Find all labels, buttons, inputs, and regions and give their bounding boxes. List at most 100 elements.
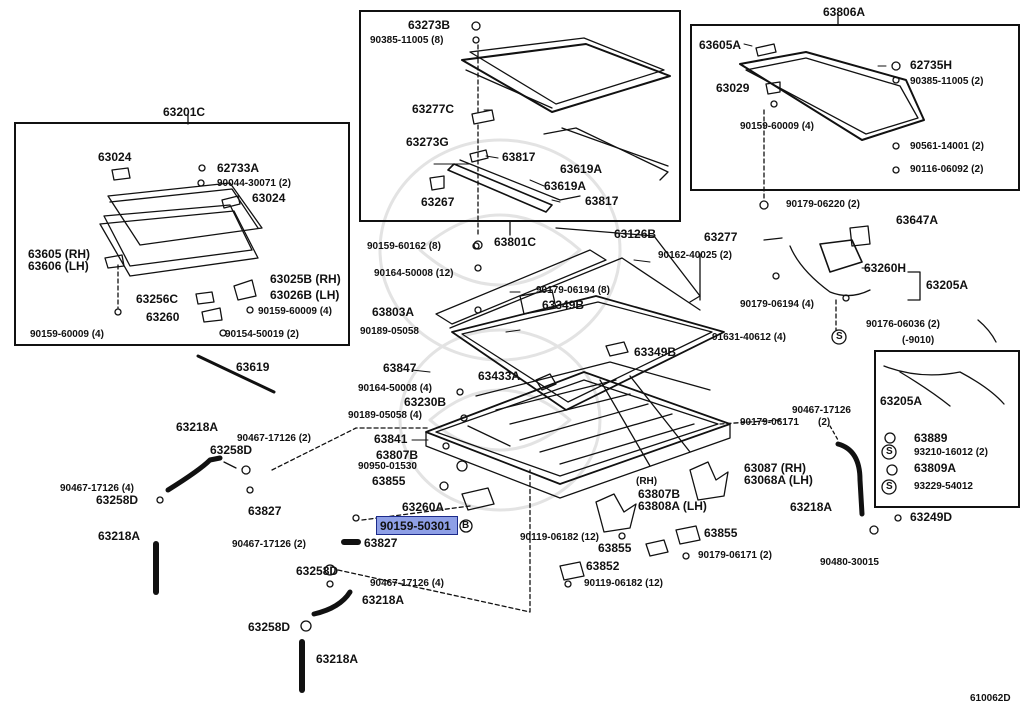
part-label: 63258D xyxy=(248,620,291,634)
part-label: 63827 xyxy=(248,504,282,518)
part-label: 63605 (RH) xyxy=(28,247,91,261)
part-label: 63029 xyxy=(716,81,750,95)
part-label: 63277 xyxy=(704,230,738,244)
part-label: 62733A xyxy=(217,161,260,175)
s-marker: S xyxy=(886,446,893,457)
part-label: 63068A (LH) xyxy=(744,473,813,487)
highlight-box[interactable] xyxy=(376,516,458,535)
part-label: 63808A (LH) xyxy=(638,499,707,513)
sunshade-panel-drawing xyxy=(99,164,263,337)
part-label: 63258D xyxy=(296,564,339,578)
part-label: 63817 xyxy=(585,194,619,208)
part-label: 63205A xyxy=(880,394,923,408)
part-label: 63087 (RH) xyxy=(744,461,807,475)
part-label: 63619A xyxy=(560,162,603,176)
part-label: 63218A xyxy=(790,500,833,514)
part-label: 63126B xyxy=(614,227,657,241)
part-label: 91631-40612 (4) xyxy=(712,332,786,343)
group-label-63801C: 63801C xyxy=(494,235,537,249)
part-label: 63256C xyxy=(136,292,179,306)
part-label: 63619 xyxy=(236,360,270,374)
part-label: 63349B xyxy=(634,345,677,359)
motor-drawing xyxy=(699,225,997,343)
part-label: 90164-50008 (4) xyxy=(358,383,432,394)
part-label: 63025B (RH) xyxy=(270,272,341,286)
part-label: 63258D xyxy=(210,443,253,457)
part-label: 63606 (LH) xyxy=(28,259,89,273)
part-label: 63809A xyxy=(914,461,957,475)
part-label: 93210-16012 (2) xyxy=(914,447,988,458)
part-label: 90159-60009 (4) xyxy=(30,329,104,340)
part-label: 90385-11005 (2) xyxy=(910,76,984,87)
part-label: 63433A xyxy=(478,369,521,383)
part-label: 63841 xyxy=(374,432,408,446)
part-label: 63277C xyxy=(412,102,455,116)
part-label: 63024 xyxy=(98,150,132,164)
part-label: 90561-14001 (2) xyxy=(910,141,984,152)
part-label: 90385-11005 (8) xyxy=(370,35,444,46)
part-label: 90179-06220 (2) xyxy=(786,199,860,210)
part-label: 63205A xyxy=(926,278,969,292)
part-label: 63827 xyxy=(364,536,398,550)
part-63619-strip xyxy=(196,354,276,394)
harness-group-box xyxy=(874,350,1020,508)
part-label: 63273B xyxy=(408,18,451,32)
group-label-63806A: 63806A xyxy=(823,5,866,19)
part-label: 63847 xyxy=(383,361,417,375)
part-label: 63218A xyxy=(176,420,219,434)
part-label: 63249D xyxy=(910,510,953,524)
part-label: (2) xyxy=(818,417,831,428)
group-label-63201C: 63201C xyxy=(163,105,206,119)
part-label: 63218A xyxy=(98,529,141,543)
s-marker: S xyxy=(836,331,843,342)
part-label: 90159-60162 (8) xyxy=(367,241,441,252)
part-label: 90467-17126 (4) xyxy=(370,578,444,589)
highlight-marker: B xyxy=(462,520,470,531)
part-label: 90950-01530 xyxy=(358,461,417,472)
part-label: 90480-30015 xyxy=(820,557,879,568)
part-label: (-9010) xyxy=(902,335,935,346)
part-label: 90044-30071 (2) xyxy=(217,178,291,189)
part-label: 63218A xyxy=(316,652,359,666)
part-label: 63619A xyxy=(544,179,587,193)
part-label: 90162-40025 (2) xyxy=(658,250,732,261)
part-label: 63855 xyxy=(598,541,632,555)
part-label: 90179-06194 (8) xyxy=(536,285,610,296)
highlight-part-label[interactable]: 90159-50301 xyxy=(380,519,451,533)
part-label: 62735H xyxy=(910,58,953,72)
part-label: 63260 xyxy=(146,310,180,324)
part-label: 63855 xyxy=(704,526,738,540)
brackets-drawing xyxy=(439,461,729,588)
part-label: 90116-06092 (2) xyxy=(910,164,984,175)
part-label: 90159-60009 (4) xyxy=(258,306,332,317)
part-label: 63803A xyxy=(372,305,415,319)
part-label: 63605A xyxy=(699,38,742,52)
glass-assy-group-box xyxy=(690,24,1020,191)
part-label: 63024 xyxy=(252,191,286,205)
part-label: 90467-17126 xyxy=(792,405,851,416)
part-label: 63273G xyxy=(406,135,449,149)
part-label: 90179-06194 (4) xyxy=(740,299,814,310)
glass-assy-drawing xyxy=(739,43,925,210)
part-label: 90119-06182 (12) xyxy=(584,578,663,589)
part-label: 63218A xyxy=(362,593,405,607)
drain-hoses-drawing xyxy=(153,419,902,693)
part-label: 90467-17126 (2) xyxy=(232,539,306,550)
glass-frame-drawing xyxy=(429,21,671,250)
diagram-code: 610062D xyxy=(970,693,1011,704)
part-label: 63349B xyxy=(542,298,585,312)
part-label: 63889 xyxy=(914,431,948,445)
part-label: 63267 xyxy=(421,195,455,209)
sunshade-group-box xyxy=(14,122,350,346)
part-label: 63817 xyxy=(502,150,536,164)
part-label: 90189-05058 xyxy=(360,326,419,337)
part-label: 63647A xyxy=(896,213,939,227)
part-label: 63852 xyxy=(586,559,620,573)
part-label: 90179-06171 xyxy=(740,417,799,428)
glass-frame-group-box xyxy=(359,10,681,222)
part-label: 90119-06182 (12) xyxy=(520,532,599,543)
part-label: 90179-06171 (2) xyxy=(698,550,772,561)
part-label: 63807B xyxy=(638,487,681,501)
